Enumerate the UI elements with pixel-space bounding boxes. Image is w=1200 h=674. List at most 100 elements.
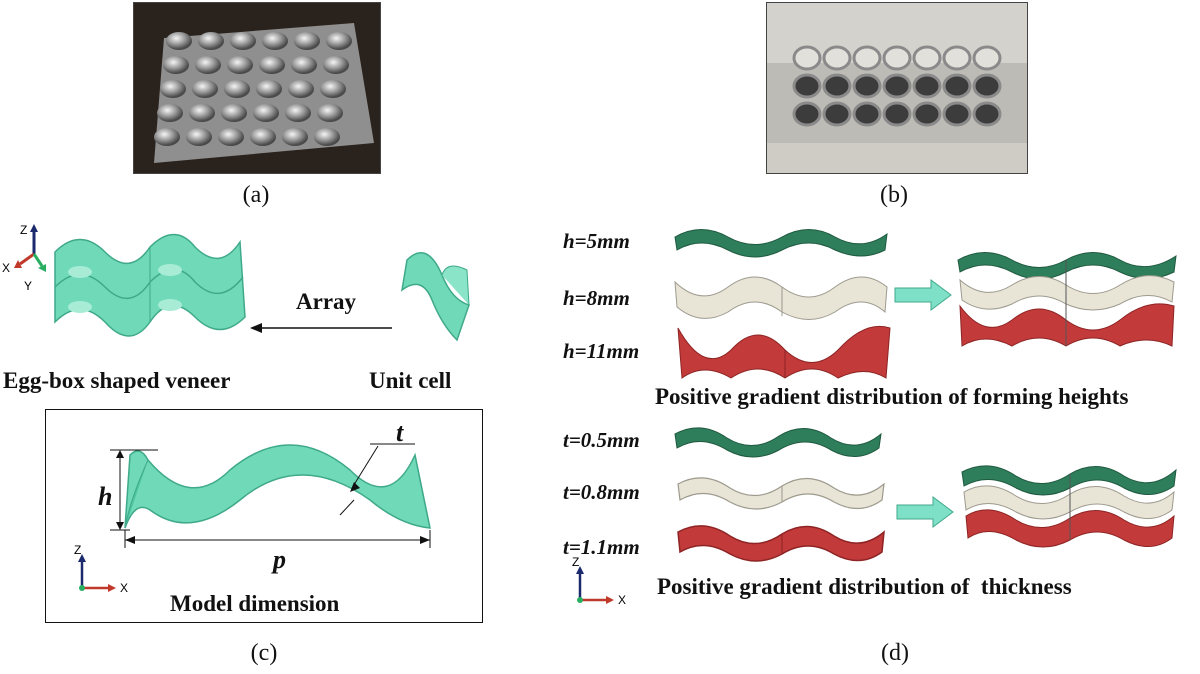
dimple-bump [224,80,250,98]
dimple-bump [320,80,346,98]
unit-cell-label: Unit cell [369,368,452,393]
height-layer-5mm [674,229,888,258]
dimple-bump [189,104,215,122]
height-group-title: Positive gradient distribution of formin… [655,384,1129,409]
axis-z-label: Z [572,555,579,569]
thickness-label-3: t=1.1mm [563,535,640,559]
panel-d-label: (d) [881,640,909,666]
dimple-bump [163,56,189,74]
axis-x-label: X [618,593,626,607]
thickness-layer-11mm [677,525,885,562]
dimple-bump [250,128,276,146]
array-label: Array [296,289,357,314]
photo-b [766,2,1028,174]
dimple-bump [166,32,192,50]
thickness-stack-arrow [896,496,954,528]
dimple-bump [157,104,183,122]
dimple-bump [253,104,279,122]
dimple-bump [154,128,180,146]
thickness-label-1: t=0.5mm [563,428,640,452]
axis-triad-3d: Z X Y [2,223,46,293]
unit-cell-model [400,251,470,342]
array-arrow [250,323,392,333]
thickness-stack-result [961,465,1177,548]
height-label-1: h=5mm [563,229,630,253]
core-cell [852,101,882,127]
dimple-bump [262,32,288,50]
panel-b-label: (b) [880,182,908,208]
dimple-bump [259,56,285,74]
core-cell [792,73,822,99]
dimple-bump [285,104,311,122]
core-cell [792,101,822,127]
height-stack-result [957,252,1177,347]
dimple-bump [256,80,282,98]
dimple-bump [323,56,349,74]
axis-y-label: Y [24,279,32,293]
dimple-bump [282,128,308,146]
dimple-bump [326,32,352,50]
core-cell [912,101,942,127]
dimple-bump [160,80,186,98]
core-cell [882,73,912,99]
core-cell [942,101,972,127]
core-cell [792,45,822,71]
height-label-2: h=8mm [563,286,630,310]
core-cell [942,45,972,71]
dimple-bump [288,80,314,98]
dimple-bump [230,32,256,50]
core-cell [912,45,942,71]
thickness-layer-05mm [674,427,882,458]
height-stack-arrow [894,279,952,311]
height-label-3: h=11mm [563,339,640,363]
dimension-drawing [110,443,431,548]
stacked-core-photo [767,3,1027,173]
dimple-bump [221,104,247,122]
core-cell [852,73,882,99]
axis-x-label: X [2,261,10,275]
axis-z-label: Z [74,543,81,557]
egg-box-veneer-model [54,233,246,337]
thickness-label-2: t=0.8mm [563,480,640,504]
axis-triad-2d-c: Z X [74,543,128,595]
panel-a-label: (a) [242,182,270,208]
core-cell [852,45,882,71]
dimple-bump [227,56,253,74]
dimple-bump [291,56,317,74]
dimple-bump [192,80,218,98]
core-cell [972,73,1002,99]
egg-box-sheet-photo [154,23,374,163]
model-dimension-box [45,409,483,623]
core-cell [912,73,942,99]
axis-z-label: Z [20,223,27,237]
photo-a [133,2,381,174]
thickness-layer-08mm [677,477,885,510]
height-layer-8mm [674,276,888,320]
panel-c-label: (c) [250,640,278,666]
axis-triad-2d-d: Z X [572,555,626,607]
thickness-group-title: Positive gradient distribution of thickn… [657,574,1072,599]
dimple-bump [195,56,221,74]
core-cell [822,45,852,71]
axis-x-label: X [120,581,128,595]
core-cell [882,101,912,127]
model-dimension-title: Model dimension [170,591,340,616]
dimple-bump [314,128,340,146]
dimple-bump [317,104,343,122]
dimple-bump [218,128,244,146]
veneer-label: Egg-box shaped veneer [3,368,231,393]
dimple-bump [186,128,212,146]
core-cell [972,45,1002,71]
core-cell [882,45,912,71]
height-layer-11mm [677,325,891,379]
core-cell [972,101,1002,127]
h-symbol: h [98,482,113,511]
core-cell [822,101,852,127]
t-symbol: t [396,418,404,447]
core-cell [942,73,972,99]
dimple-bump [198,32,224,50]
dimple-bump [294,32,320,50]
p-symbol: p [273,545,286,574]
core-cell [822,73,852,99]
